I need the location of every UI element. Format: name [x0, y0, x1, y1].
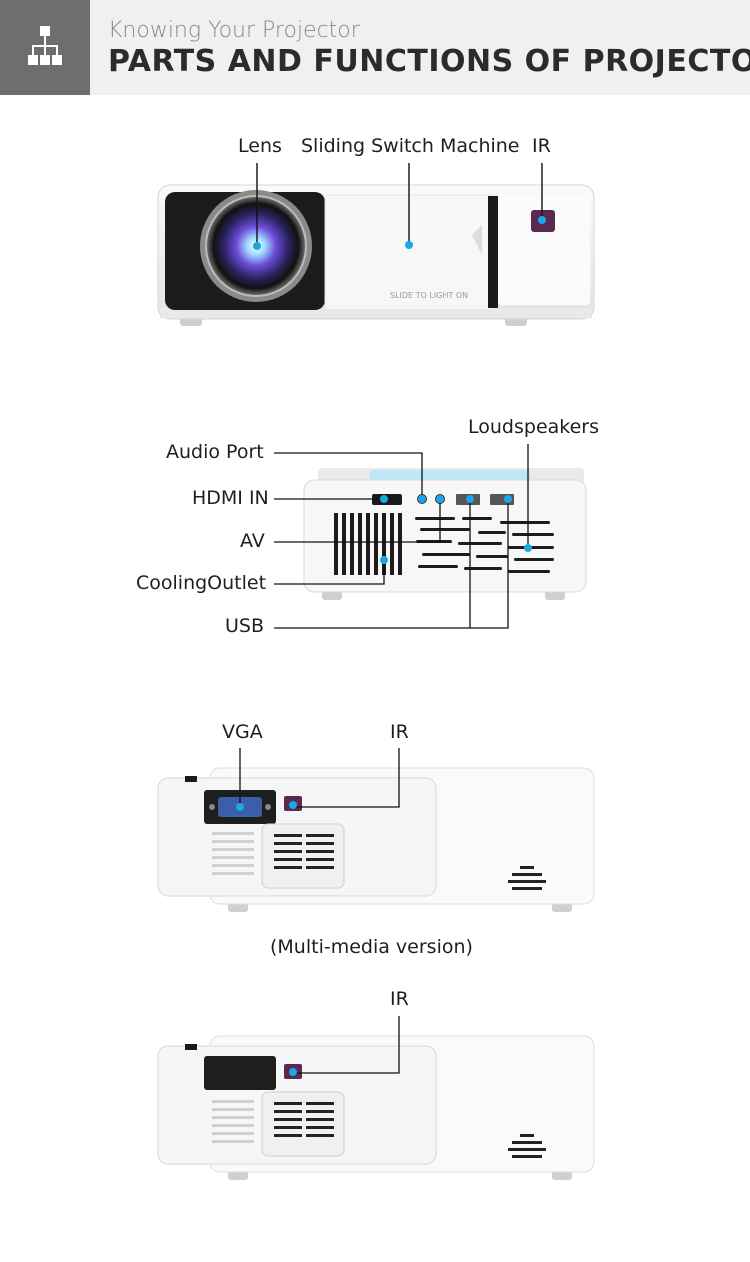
label-ir-front: IR: [532, 135, 551, 157]
page-header: Knowing Your Projector PARTS AND FUNCTIO…: [0, 0, 750, 95]
label-audio-port: Audio Port: [166, 441, 264, 463]
multimedia-caption: (Multi-media version): [270, 936, 473, 958]
label-ir-side-1: IR: [390, 721, 409, 743]
projector-ports-image: [274, 444, 587, 629]
label-vga: VGA: [222, 721, 263, 743]
page-title: PARTS AND FUNCTIONS OF PROJECTOR: [108, 44, 750, 79]
label-sliding-switch: Sliding Switch Machine: [301, 135, 520, 157]
sitemap-icon: [28, 26, 62, 65]
header-subtitle: Knowing Your Projector: [108, 18, 360, 43]
label-lens: Lens: [238, 135, 282, 157]
projector-side-multimedia-image: [157, 748, 595, 912]
label-cooling-outlet: CoolingOutlet: [136, 572, 267, 594]
projector-front-image: SLIDE TO LIGHT ON: [157, 163, 595, 326]
label-hdmi-in: HDMI IN: [192, 487, 269, 509]
label-av: AV: [240, 530, 265, 552]
label-loudspeakers: Loudspeakers: [468, 416, 599, 438]
header-icon-box: [0, 0, 90, 95]
label-ir-side-2: IR: [390, 988, 409, 1010]
label-usb: USB: [225, 615, 265, 637]
slide-panel-text: SLIDE TO LIGHT ON: [390, 291, 468, 300]
projector-side-basic-image: [157, 1016, 595, 1180]
